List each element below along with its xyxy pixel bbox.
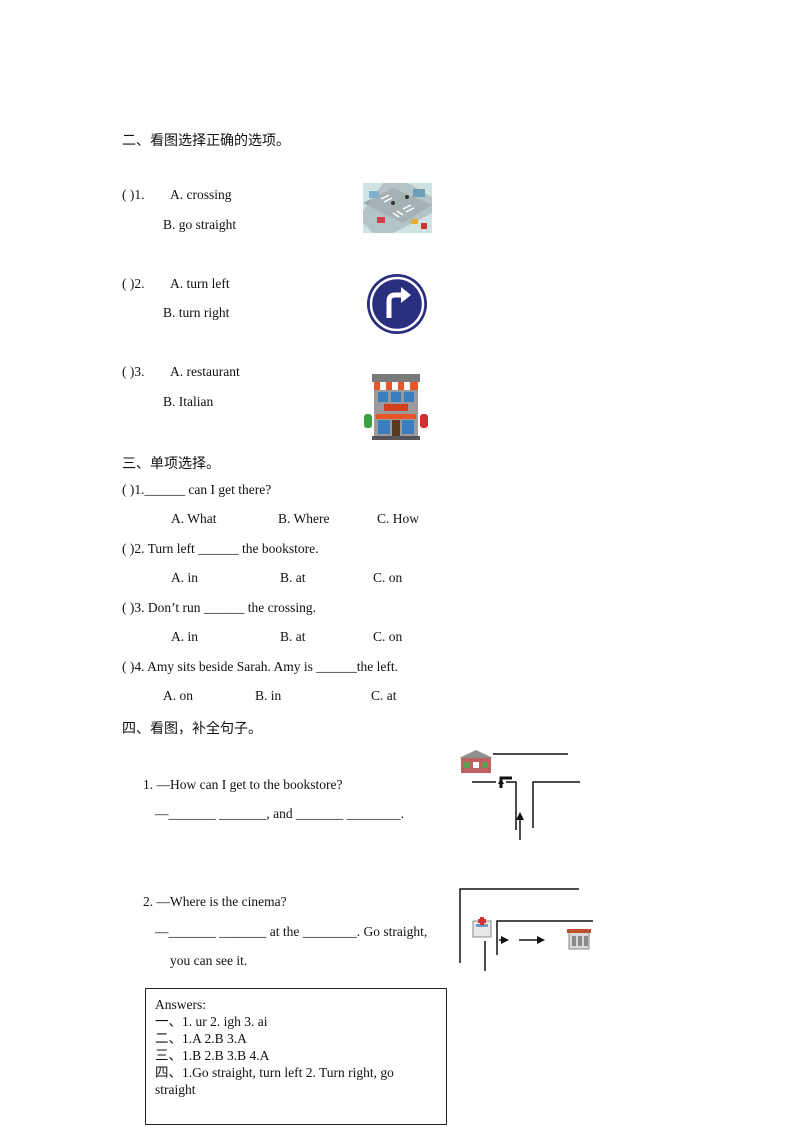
q4-2-answer-blanks[interactable]: —_______ _______ at the ________. Go str… — [155, 924, 428, 939]
answers-line-3: 三、1.B 2.B 3.B 4.A — [155, 1048, 270, 1063]
q3-1-question[interactable]: ( )1.______ can I get there? — [122, 482, 272, 497]
q3-2-option-b: B. at — [280, 570, 306, 585]
cinema-icon — [567, 929, 591, 950]
answers-line-1: 一、1. ur 2. igh 3. ai — [155, 1014, 268, 1029]
section2-heading: 二、看图选择正确的选项。 — [122, 134, 290, 149]
q3-2-option-a: A. in — [171, 570, 198, 585]
section3-heading: 三、单项选择。 — [122, 457, 220, 472]
bookstore-icon — [459, 750, 493, 773]
q4-1-answer-blanks[interactable]: —_______ _______, and _______ ________. — [155, 806, 404, 821]
crossing-picture — [363, 183, 432, 233]
q2-1-option-a: A. crossing — [170, 187, 232, 202]
q2-1-paren[interactable]: ( )1. — [122, 187, 145, 202]
q3-4-question[interactable]: ( )4. Amy sits beside Sarah. Amy is ____… — [122, 659, 398, 674]
q2-2-option-b: B. turn right — [163, 305, 230, 320]
q3-4-option-b: B. in — [255, 688, 282, 703]
q4-2-line3: you can see it. — [170, 953, 248, 968]
q2-2-option-a: A. turn left — [170, 276, 230, 291]
turn-right-sign-icon — [367, 274, 427, 334]
q3-1-option-b: B. Where — [278, 511, 330, 526]
answers-title: Answers: — [155, 997, 206, 1012]
answers-box: Answers: 一、1. ur 2. igh 3. ai 二、1.A 2.B … — [145, 988, 447, 1125]
restaurant-picture — [364, 374, 428, 440]
q3-2-question[interactable]: ( )2. Turn left ______ the bookstore. — [122, 541, 319, 556]
q3-1-option-a: A. What — [171, 511, 217, 526]
answers-line-4: 四、1.Go straight, turn left 2. Turn right… — [155, 1065, 394, 1097]
q3-3-option-b: B. at — [280, 629, 306, 644]
q2-1-option-b: B. go straight — [163, 217, 237, 232]
q3-1-option-c: C. How — [377, 511, 420, 526]
q3-4-option-c: C. at — [371, 688, 397, 703]
q3-2-option-c: C. on — [373, 570, 403, 585]
q3-4-option-a: A. on — [163, 688, 193, 703]
q3-3-option-c: C. on — [373, 629, 403, 644]
cinema-route-map — [459, 888, 593, 971]
q2-3-paren[interactable]: ( )3. — [122, 364, 145, 379]
q4-1-question: 1. —How can I get to the bookstore? — [143, 777, 343, 792]
answers-line-2: 二、1.A 2.B 3.A — [155, 1031, 247, 1046]
q3-3-option-a: A. in — [171, 629, 198, 644]
section4-heading: 四、看图，补全句子。 — [122, 722, 262, 737]
q2-2-paren[interactable]: ( )2. — [122, 276, 145, 291]
q3-3-question[interactable]: ( )3. Don’t run ______ the crossing. — [122, 600, 316, 615]
hospital-icon — [472, 917, 492, 938]
q2-3-option-b: B. Italian — [163, 394, 214, 409]
q2-3-option-a: A. restaurant — [170, 364, 240, 379]
q4-2-question: 2. —Where is the cinema? — [143, 894, 287, 909]
bookstore-route-map — [459, 750, 580, 840]
